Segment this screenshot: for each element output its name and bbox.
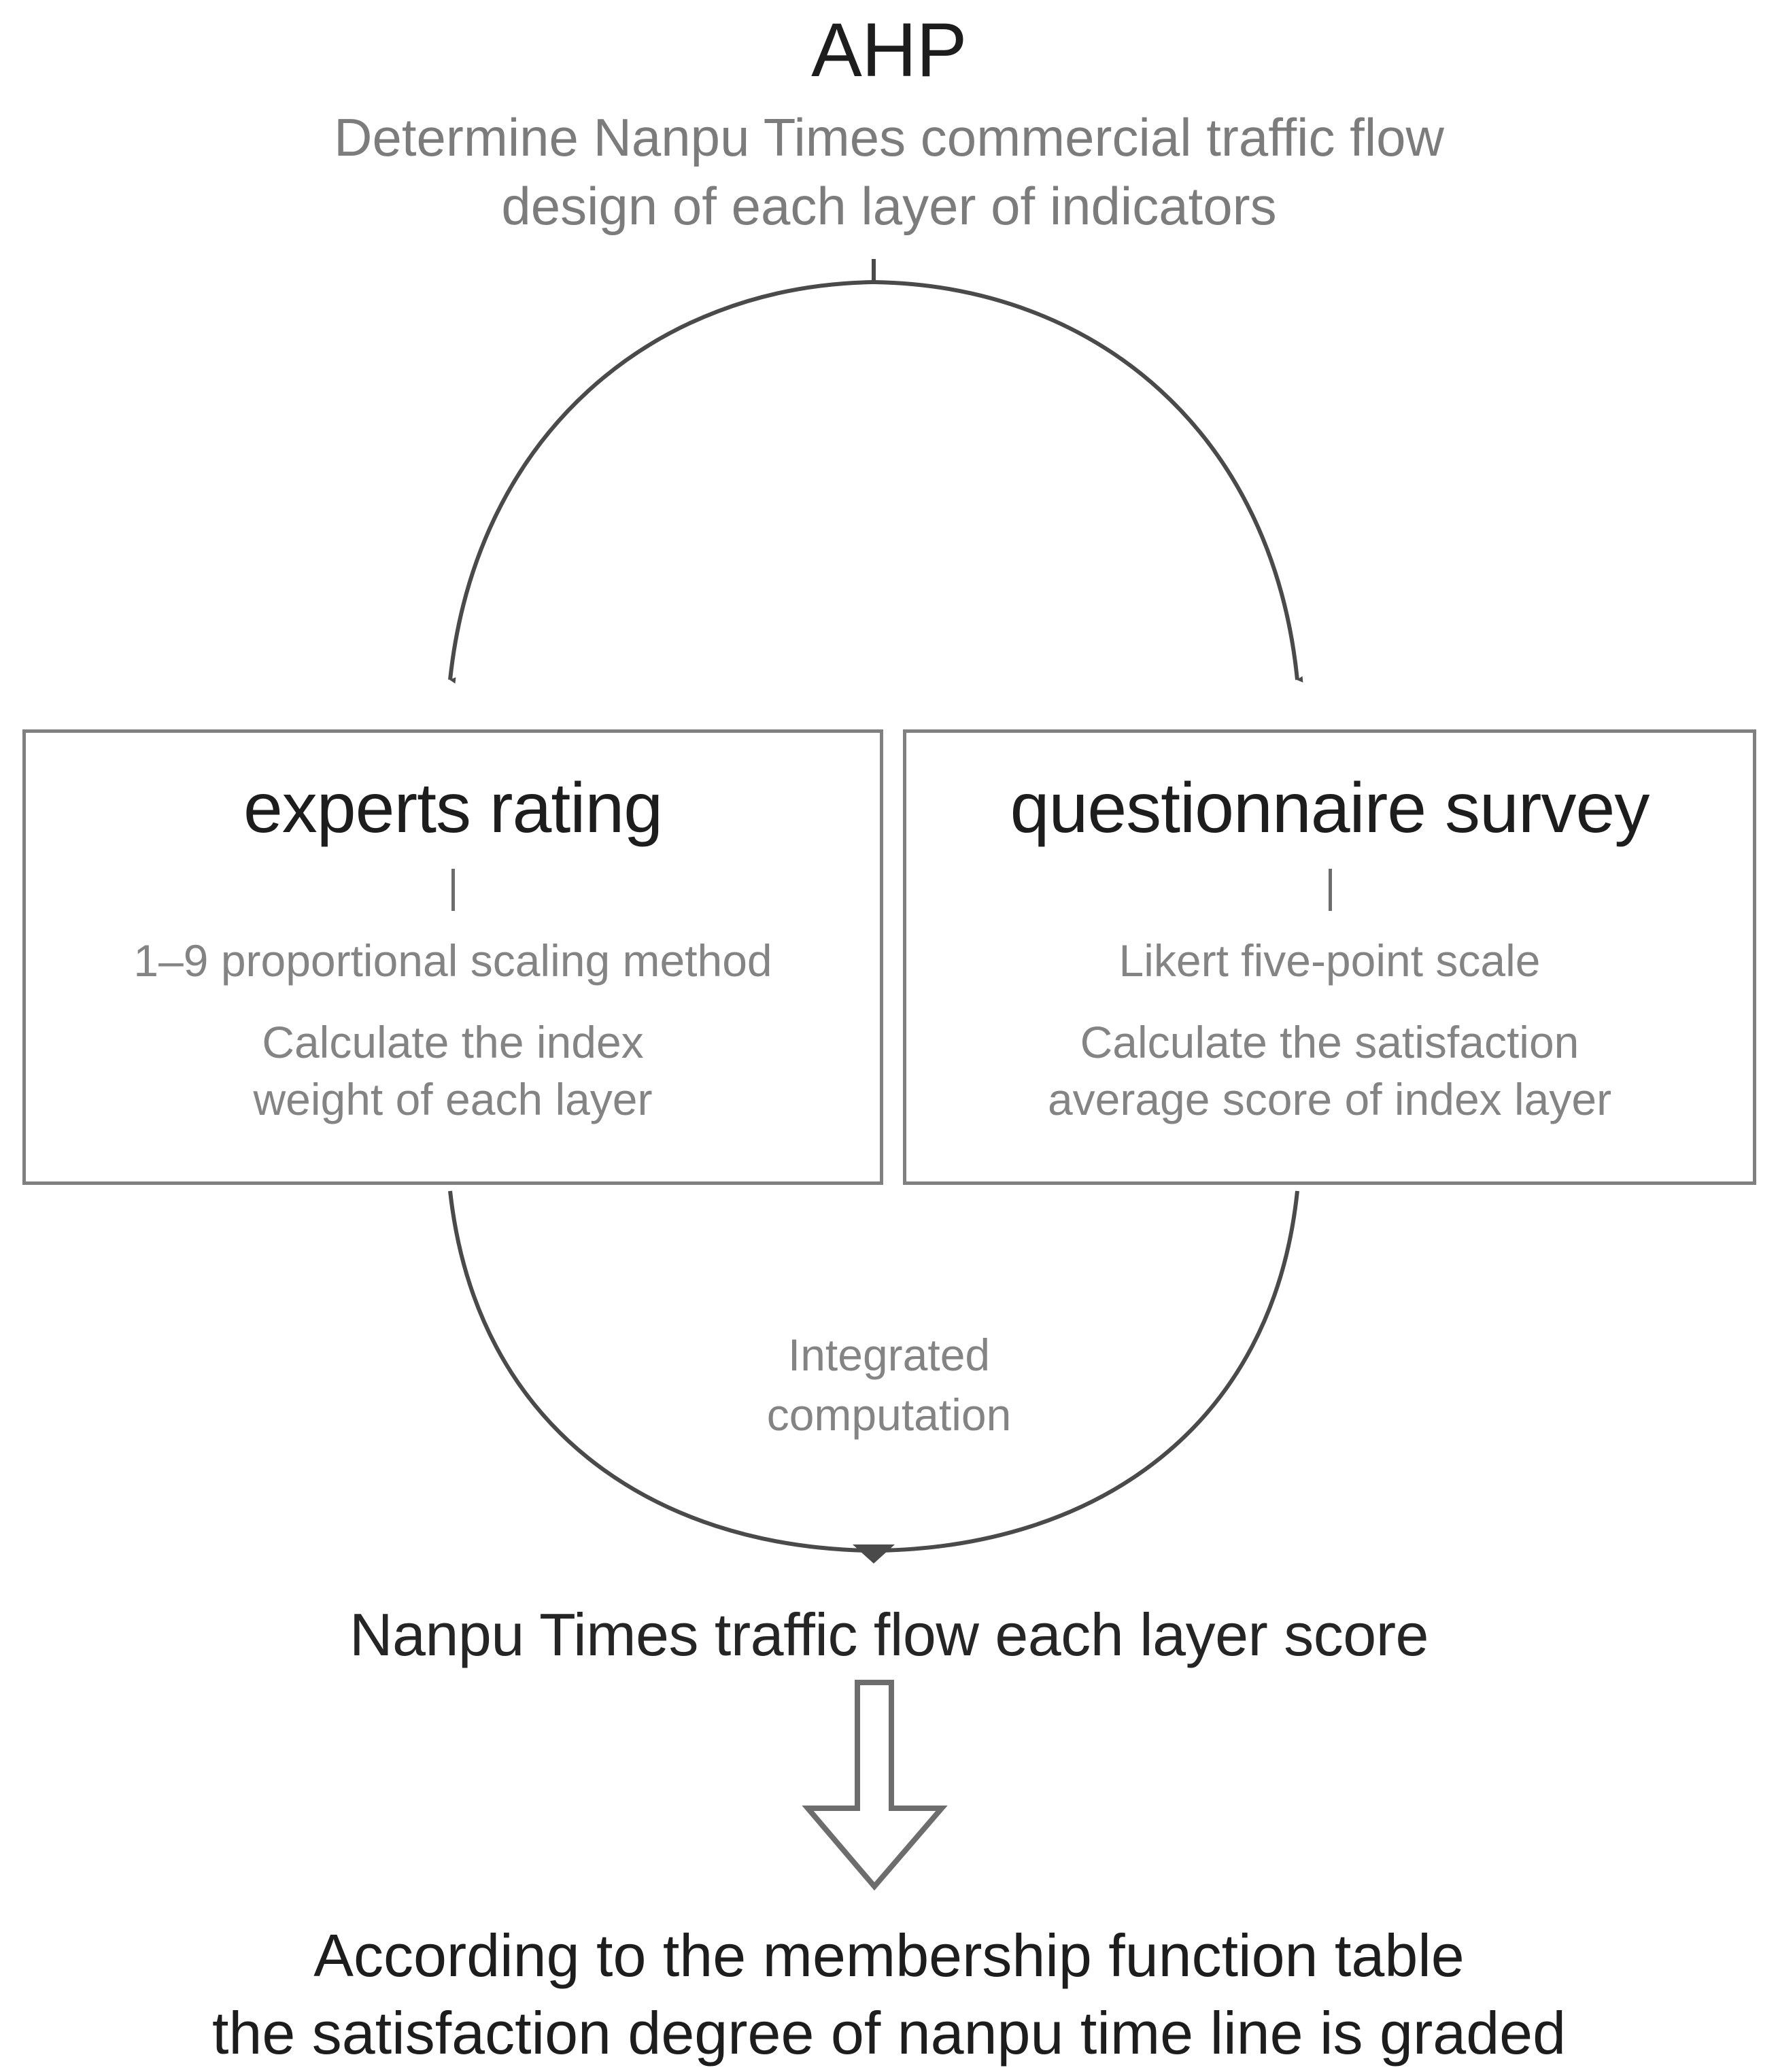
arc-to-experts-rating bbox=[448, 280, 874, 684]
node-experts-rating-title: experts rating bbox=[243, 769, 663, 848]
page-subtitle: Determine Nanpu Times commercial traffic… bbox=[334, 107, 1444, 237]
node-questionnaire-survey[interactable]: questionnaire survey Likert five-point s… bbox=[903, 729, 1756, 1185]
node-experts-rating[interactable]: experts rating 1–9 proportional scaling … bbox=[22, 729, 883, 1185]
result-label: Nanpu Times traffic flow each layer scor… bbox=[349, 1601, 1429, 1668]
node-questionnaire-survey-title: questionnaire survey bbox=[1010, 769, 1650, 848]
node-experts-rating-divider bbox=[451, 869, 455, 911]
node-questionnaire-survey-method: Likert five-point scale bbox=[1118, 935, 1541, 986]
node-experts-rating-action: Calculate the index weight of each layer bbox=[253, 1017, 653, 1125]
page-title: AHP bbox=[811, 7, 967, 92]
merge-arrowhead-icon bbox=[853, 1544, 895, 1564]
conclusion-label: According to the membership function tab… bbox=[211, 1922, 1567, 2067]
merge-label: Integrated computation bbox=[766, 1330, 1012, 1440]
node-questionnaire-survey-divider bbox=[1328, 869, 1332, 911]
block-arrow-down-icon bbox=[802, 1680, 948, 1891]
node-experts-rating-method: 1–9 proportional scaling method bbox=[133, 935, 772, 986]
arc-to-questionnaire-survey bbox=[873, 280, 1303, 683]
node-questionnaire-survey-action: Calculate the satisfaction average score… bbox=[1047, 1017, 1612, 1125]
